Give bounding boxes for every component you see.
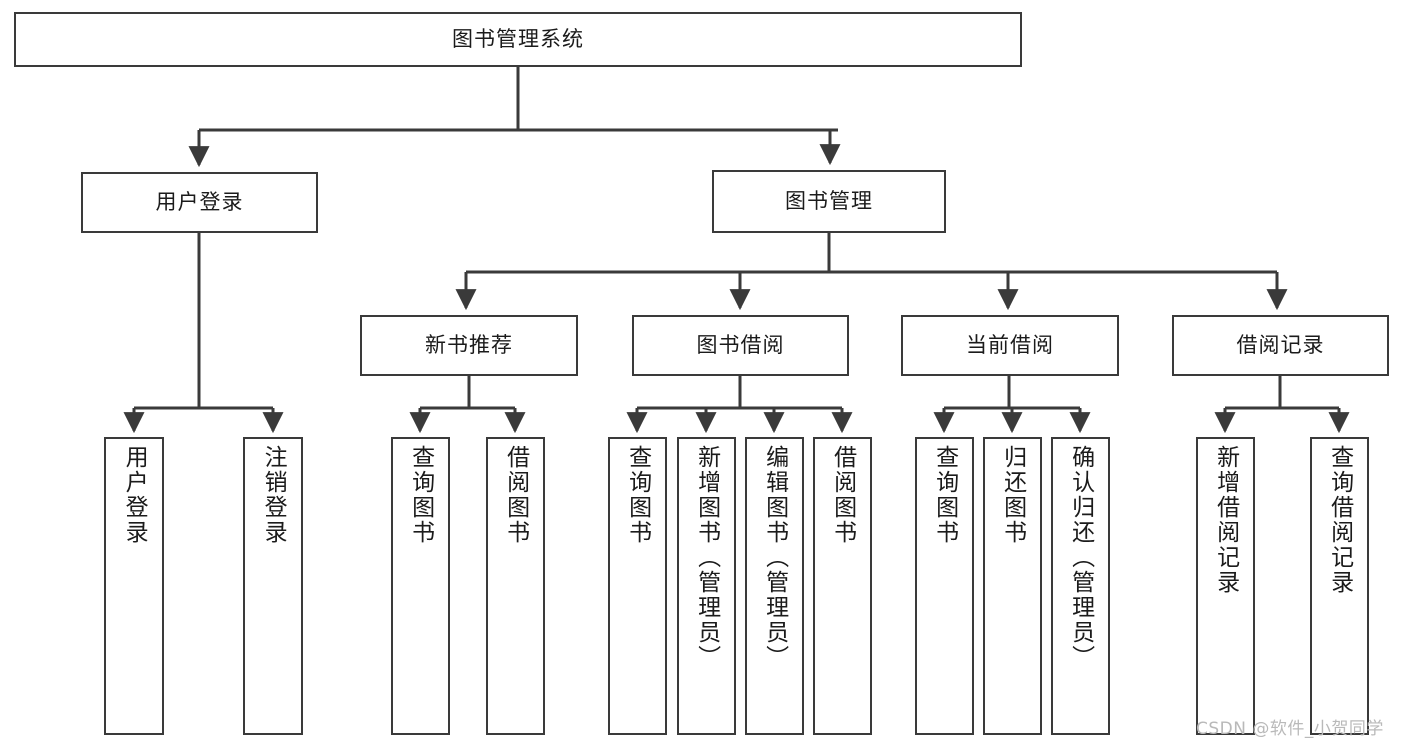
leaf-user-login[interactable]: 用户登录 xyxy=(104,437,164,735)
node-user-login[interactable]: 用户登录 xyxy=(81,172,318,233)
leaf-add-borrow-record-label: 新增借阅记录 xyxy=(1212,445,1239,595)
leaf-add-borrow-record[interactable]: 新增借阅记录 xyxy=(1196,437,1255,735)
leaf-edit-book-admin-label: 编辑图书（管理员） xyxy=(761,445,788,670)
node-book-management[interactable]: 图书管理 xyxy=(712,170,946,233)
leaf-confirm-return-admin[interactable]: 确认归还（管理员） xyxy=(1051,437,1110,735)
leaf-query-borrow-record-label: 查询借阅记录 xyxy=(1326,445,1353,595)
leaf-user-logout-label: 注销登录 xyxy=(260,445,287,545)
node-root[interactable]: 图书管理系统 xyxy=(14,12,1022,67)
leaf-edit-book-admin[interactable]: 编辑图书（管理员） xyxy=(745,437,804,735)
node-user-login-label: 用户登录 xyxy=(155,189,244,214)
node-book-borrow[interactable]: 图书借阅 xyxy=(632,315,849,376)
node-borrow-record[interactable]: 借阅记录 xyxy=(1172,315,1389,376)
leaf-query-book-recommend[interactable]: 查询图书 xyxy=(391,437,450,735)
leaf-query-book-current[interactable]: 查询图书 xyxy=(915,437,974,735)
leaf-borrow-book[interactable]: 借阅图书 xyxy=(813,437,872,735)
node-root-label: 图书管理系统 xyxy=(452,26,584,51)
leaf-add-book-admin[interactable]: 新增图书（管理员） xyxy=(677,437,736,735)
leaf-query-borrow-record[interactable]: 查询借阅记录 xyxy=(1310,437,1369,735)
leaf-confirm-return-admin-label: 确认归还（管理员） xyxy=(1067,445,1094,670)
leaf-user-logout[interactable]: 注销登录 xyxy=(243,437,303,735)
node-current-borrow-label: 当前借阅 xyxy=(966,332,1054,357)
leaf-query-book-recommend-label: 查询图书 xyxy=(407,445,434,545)
csdn-watermark: CSDN @软件_小贺同学 xyxy=(1196,719,1384,739)
leaf-query-book-current-label: 查询图书 xyxy=(931,445,958,545)
node-book-management-label: 图书管理 xyxy=(785,188,873,213)
leaf-add-book-admin-label: 新增图书（管理员） xyxy=(693,445,720,670)
node-book-borrow-label: 图书借阅 xyxy=(696,332,785,357)
leaf-borrow-book-recommend[interactable]: 借阅图书 xyxy=(486,437,545,735)
leaf-borrow-book-label: 借阅图书 xyxy=(829,445,856,545)
node-current-borrow[interactable]: 当前借阅 xyxy=(901,315,1119,376)
leaf-return-book-label: 归还图书 xyxy=(999,445,1026,545)
leaf-borrow-book-recommend-label: 借阅图书 xyxy=(502,445,529,545)
leaf-query-book-borrow[interactable]: 查询图书 xyxy=(608,437,667,735)
leaf-user-login-label: 用户登录 xyxy=(121,445,148,545)
node-borrow-record-label: 借阅记录 xyxy=(1236,332,1325,357)
node-new-book-recommend-label: 新书推荐 xyxy=(425,332,513,357)
leaf-return-book[interactable]: 归还图书 xyxy=(983,437,1042,735)
leaf-query-book-borrow-label: 查询图书 xyxy=(624,445,651,545)
node-new-book-recommend[interactable]: 新书推荐 xyxy=(360,315,578,376)
